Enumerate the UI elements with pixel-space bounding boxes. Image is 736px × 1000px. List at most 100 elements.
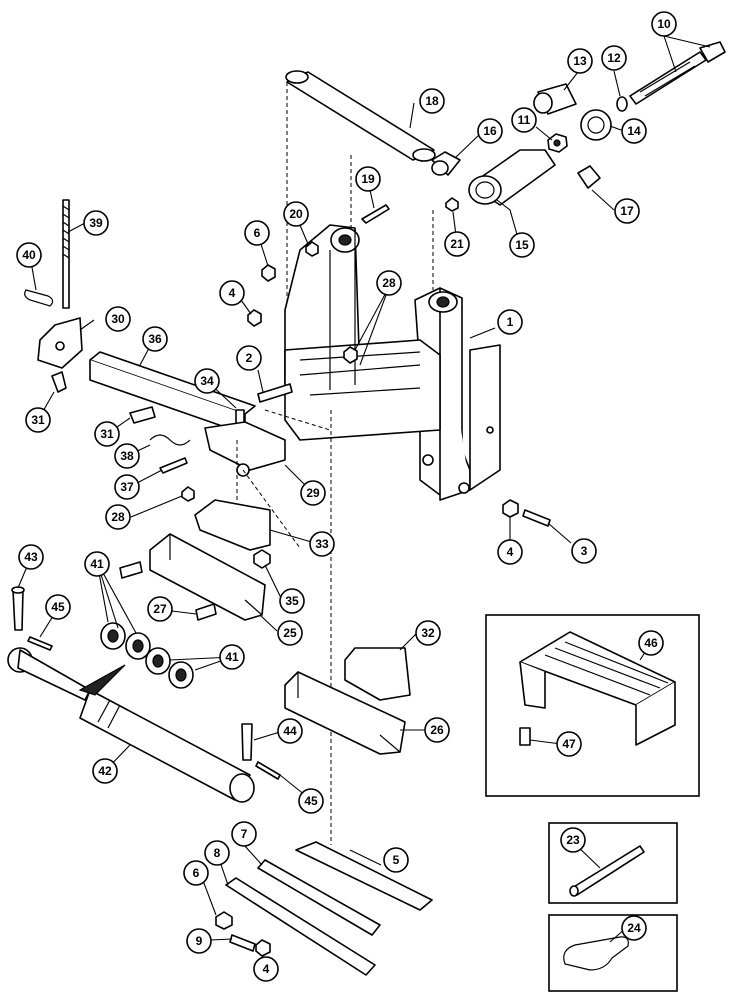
callout-5: 5 [383, 847, 409, 873]
svg-text:28: 28 [382, 276, 396, 290]
svg-text:39: 39 [89, 216, 103, 230]
svg-text:38: 38 [120, 449, 134, 463]
lower-parts [215, 647, 433, 976]
callout-29: 29 [300, 480, 326, 506]
svg-text:23: 23 [566, 833, 580, 847]
callout-35: 35 [279, 588, 305, 614]
svg-text:21: 21 [450, 237, 464, 251]
svg-text:16: 16 [483, 124, 497, 138]
svg-text:30: 30 [111, 312, 125, 326]
callout-39: 39 [83, 210, 109, 236]
svg-text:25: 25 [283, 626, 297, 640]
inset-box-step [485, 614, 700, 797]
svg-text:24: 24 [627, 921, 641, 935]
svg-text:40: 40 [22, 248, 36, 262]
callout-2: 2 [236, 345, 262, 371]
callout-38: 38 [114, 443, 140, 469]
callout-36: 36 [142, 326, 168, 352]
svg-text:4: 4 [507, 545, 514, 559]
callout-14: 14 [621, 118, 647, 144]
svg-text:34: 34 [200, 374, 214, 388]
callout-1: 1 [497, 309, 523, 335]
svg-text:28: 28 [111, 510, 125, 524]
svg-text:26: 26 [430, 723, 444, 737]
callout-8: 8 [204, 840, 230, 866]
svg-text:13: 13 [573, 54, 587, 68]
callout-20: 20 [283, 201, 309, 227]
svg-text:19: 19 [361, 172, 375, 186]
callout-45-lower: 45 [298, 788, 324, 814]
callout-3: 3 [571, 538, 597, 564]
svg-text:4: 4 [263, 962, 270, 976]
callout-10: 10 [651, 11, 677, 37]
svg-text:29: 29 [306, 486, 320, 500]
svg-text:15: 15 [515, 238, 529, 252]
svg-text:41: 41 [90, 557, 104, 571]
svg-text:42: 42 [98, 764, 112, 778]
callout-19: 19 [355, 166, 381, 192]
svg-text:11: 11 [518, 113, 531, 127]
callout-6-lower: 6 [183, 860, 209, 886]
callout-24: 24 [621, 915, 647, 941]
svg-text:37: 37 [120, 480, 134, 494]
callout-23: 23 [560, 827, 586, 853]
callout-34: 34 [194, 368, 220, 394]
callout-13: 13 [567, 48, 593, 74]
svg-text:43: 43 [24, 550, 38, 564]
callout-25: 25 [277, 620, 303, 646]
inset-box-clip [548, 914, 678, 992]
svg-text:12: 12 [607, 51, 621, 65]
callout-31-lower: 31 [25, 407, 51, 433]
svg-text:9: 9 [196, 934, 203, 948]
svg-text:10: 10 [657, 17, 671, 31]
svg-text:5: 5 [393, 853, 400, 867]
callout-7: 7 [231, 821, 257, 847]
callout-28-frame: 28 [376, 270, 402, 296]
callout-41-right: 41 [219, 644, 245, 670]
svg-text:17: 17 [620, 204, 634, 218]
callout-31-middle: 31 [94, 421, 120, 447]
callout-4-upper: 4 [219, 280, 245, 306]
callout-46: 46 [638, 630, 664, 656]
svg-text:6: 6 [193, 866, 200, 880]
svg-text:27: 27 [153, 602, 167, 616]
svg-text:7: 7 [241, 827, 248, 841]
callout-17: 17 [614, 198, 640, 224]
svg-text:18: 18 [425, 94, 439, 108]
callout-27: 27 [147, 596, 173, 622]
svg-text:35: 35 [285, 594, 299, 608]
callout-33: 33 [309, 531, 335, 557]
callout-15: 15 [509, 232, 535, 258]
callout-30: 30 [105, 306, 131, 332]
callout-32: 32 [415, 620, 441, 646]
callout-45-upper: 45 [45, 594, 71, 620]
callout-21: 21 [444, 231, 470, 257]
callout-47: 47 [556, 731, 582, 757]
callout-4-right: 4 [497, 539, 523, 565]
svg-text:45: 45 [304, 794, 318, 808]
callout-44: 44 [277, 718, 303, 744]
svg-text:46: 46 [644, 636, 658, 650]
svg-text:45: 45 [51, 600, 65, 614]
callout-40: 40 [16, 242, 42, 268]
svg-text:44: 44 [283, 724, 297, 738]
svg-text:41: 41 [225, 650, 239, 664]
callout-37: 37 [114, 474, 140, 500]
callout-12: 12 [601, 45, 627, 71]
inset-box-pin [548, 822, 678, 904]
svg-text:31: 31 [100, 427, 114, 441]
callout-41-left: 41 [84, 551, 110, 577]
callout-18: 18 [419, 88, 445, 114]
callout-16: 16 [477, 118, 503, 144]
callout-43: 43 [18, 544, 44, 570]
svg-text:20: 20 [289, 207, 303, 221]
svg-text:32: 32 [421, 626, 435, 640]
callout-11: 11 [511, 107, 537, 133]
callout-26: 26 [424, 717, 450, 743]
svg-text:2: 2 [246, 351, 253, 365]
svg-text:31: 31 [31, 413, 45, 427]
svg-text:14: 14 [627, 124, 641, 138]
svg-text:1: 1 [507, 315, 514, 329]
svg-text:3: 3 [581, 544, 588, 558]
